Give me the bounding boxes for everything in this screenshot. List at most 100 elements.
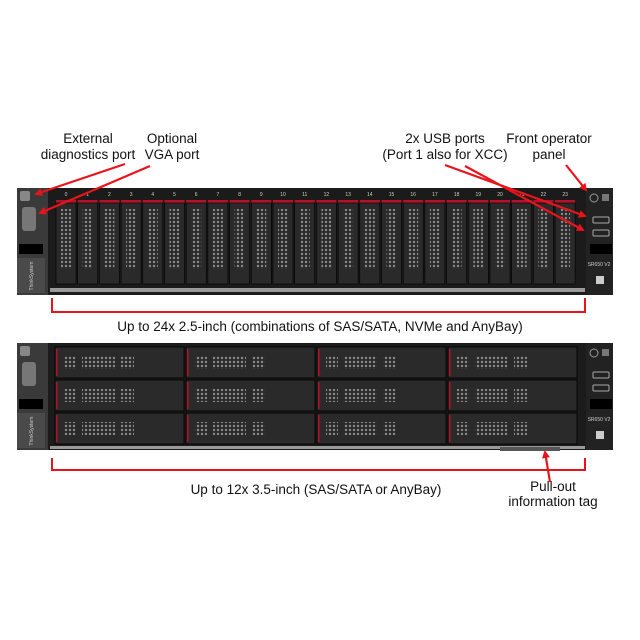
bay-accent: [316, 200, 337, 203]
arrow-vga: [38, 164, 151, 215]
drive-vent: [64, 422, 76, 435]
callout-external-diagnostics: External diagnostics port: [41, 131, 136, 162]
drive-bay[interactable]: 6: [185, 192, 207, 285]
diagnostics-port-icon: [20, 346, 30, 356]
drive-bay[interactable]: [447, 412, 578, 445]
bay-accent: [273, 200, 293, 203]
drive-vent: [61, 209, 71, 269]
bay-number: 2: [108, 192, 111, 198]
bay-accent: [142, 200, 163, 203]
drive-bay[interactable]: 20: [489, 192, 511, 285]
usb-port-2-icon: [592, 229, 610, 237]
drive-bay[interactable]: 18: [446, 192, 467, 285]
vga-port-icon: [22, 207, 36, 231]
drive-vent: [514, 422, 527, 435]
usb-port-1-icon: [592, 371, 610, 379]
qr-code-icon: [596, 431, 604, 439]
drive-bay[interactable]: [185, 346, 316, 379]
bay-accent: [294, 200, 315, 203]
drive-bay[interactable]: 19: [467, 192, 489, 285]
bay-number: 0: [65, 192, 68, 198]
drive-vent: [213, 389, 246, 402]
drive-vent: [169, 209, 180, 269]
drive-bay[interactable]: 3: [120, 192, 142, 285]
bay-number: 13: [345, 192, 351, 198]
label-line: information tag: [508, 494, 597, 509]
drive-bay[interactable]: [185, 412, 316, 445]
drive-tray: [447, 379, 578, 412]
bay-accent: [318, 382, 320, 409]
callout-usb: 2x USB ports (Port 1 also for XCC): [382, 131, 507, 162]
drive-bay[interactable]: 8: [229, 192, 250, 285]
drive-vent: [451, 209, 462, 269]
bay-accent: [56, 382, 58, 409]
drive-bay[interactable]: 12: [316, 192, 337, 285]
bay-accent: [187, 349, 189, 376]
bay-accent: [449, 382, 451, 409]
drive-bay[interactable]: [316, 412, 447, 445]
drive-vent: [514, 356, 527, 369]
label-line: Optional: [147, 131, 197, 146]
drive-bay[interactable]: [54, 346, 185, 379]
bay-number: 3: [130, 192, 133, 198]
drive-vent: [299, 209, 310, 269]
drive-bay[interactable]: 9: [251, 192, 272, 285]
drive-bay[interactable]: 21: [511, 192, 533, 285]
drive-bay[interactable]: 11: [294, 192, 316, 285]
chassis-bottom-rail: [50, 288, 585, 292]
drive-bay[interactable]: 17: [424, 192, 446, 285]
arrow-usb-2: [464, 165, 585, 231]
bracket-24-bay: [51, 298, 586, 313]
arrow-pullout-tag: [542, 450, 552, 483]
drive-vent: [516, 209, 527, 269]
drive-bay[interactable]: [54, 379, 185, 412]
label-line: Pull-out: [530, 479, 576, 494]
usb-port-2-icon: [592, 384, 610, 392]
pull-tab: [590, 399, 612, 409]
drive-bay[interactable]: [447, 379, 578, 412]
brand-plate: [17, 413, 45, 448]
bay-accent: [186, 200, 207, 203]
drive-vent: [213, 422, 246, 435]
brand-label: ThinkSystem: [29, 417, 35, 446]
drive-bay[interactable]: [316, 346, 447, 379]
bay-accent: [403, 200, 424, 203]
bay-number: 15: [389, 192, 395, 198]
drive-vent: [64, 389, 76, 402]
bay-accent: [490, 200, 510, 203]
drive-vent: [344, 389, 377, 402]
drive-tray: [316, 412, 447, 445]
drive-bay[interactable]: 16: [402, 192, 424, 285]
drive-bay[interactable]: 15: [381, 192, 402, 285]
bay-number: 7: [217, 192, 220, 198]
drive-vent: [278, 209, 288, 269]
drive-vent: [121, 356, 134, 369]
bay-accent: [359, 200, 380, 203]
drive-bay[interactable]: 2: [99, 192, 120, 285]
drive-bay[interactable]: 14: [359, 192, 381, 285]
pullout-information-tag[interactable]: [500, 447, 560, 451]
callout-operator-panel: Front operator panel: [506, 131, 592, 162]
drive-bay[interactable]: [447, 346, 578, 379]
drive-bay[interactable]: [54, 412, 185, 445]
drive-bay[interactable]: [316, 379, 447, 412]
drive-bay[interactable]: 4: [142, 192, 164, 285]
drive-vent: [457, 422, 469, 435]
drive-tray: [54, 346, 185, 379]
drive-vent: [252, 389, 265, 402]
drive-vent: [383, 422, 396, 435]
bay-accent: [318, 415, 320, 442]
drive-vent: [538, 209, 549, 269]
model-label: SR650 V2: [588, 417, 611, 423]
drive-bay[interactable]: 1: [77, 192, 98, 285]
drive-bay[interactable]: 10: [272, 192, 294, 285]
drive-vent: [252, 422, 265, 435]
drive-bay[interactable]: 5: [164, 192, 185, 285]
drive-bay[interactable]: 7: [207, 192, 229, 285]
bay-accent: [468, 200, 489, 203]
callout-pullout-tag: Pull-out information tag: [508, 479, 597, 509]
drive-bay[interactable]: 13: [337, 192, 359, 285]
id-led-icon: [602, 349, 609, 356]
drive-bay[interactable]: [185, 379, 316, 412]
bay-number: 19: [476, 192, 482, 198]
